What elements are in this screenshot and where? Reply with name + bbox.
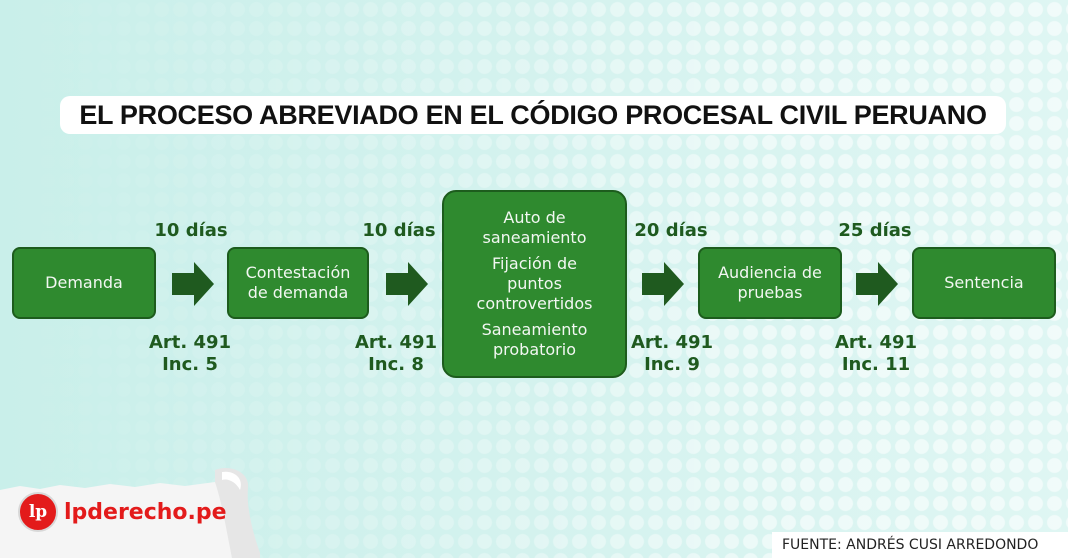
step-audiencia: Audiencia de pruebas bbox=[698, 247, 842, 319]
transition-days: 25 días bbox=[838, 220, 912, 241]
arrow-right-icon bbox=[386, 262, 428, 306]
step-group-fijacion: Fijación de puntos controvertidos bbox=[477, 254, 593, 314]
brand-logo[interactable]: lp lpderecho.pe bbox=[18, 492, 227, 532]
step-label: Fijación de bbox=[492, 254, 577, 273]
arrow-right-icon bbox=[856, 262, 898, 306]
step-group-probatorio: Saneamiento probatorio bbox=[482, 320, 588, 360]
step-group-auto: Auto de saneamiento bbox=[482, 208, 586, 248]
step-label: controvertidos bbox=[476, 294, 593, 313]
transition-article: Art. 491 Inc. 11 bbox=[826, 332, 926, 376]
step-label: Saneamiento bbox=[481, 320, 588, 339]
step-sentencia: Sentencia bbox=[912, 247, 1056, 319]
step-label: Demanda bbox=[45, 273, 123, 292]
step-saneamiento: Auto de saneamiento Fijación de puntos c… bbox=[442, 190, 627, 378]
article-label: Art. 491 bbox=[148, 332, 232, 353]
arrow-right-icon bbox=[172, 262, 214, 306]
step-label: de demanda bbox=[247, 283, 349, 302]
step-label: puntos bbox=[507, 274, 562, 293]
step-label: Contestación bbox=[245, 263, 351, 282]
inciso-label: Inc. 5 bbox=[162, 354, 218, 375]
arrow-right-icon bbox=[642, 262, 684, 306]
transition-days: 20 días bbox=[634, 220, 708, 241]
brand-name: lpderecho.pe bbox=[64, 499, 227, 525]
inciso-label: Inc. 8 bbox=[368, 354, 424, 375]
inciso-label: Inc. 9 bbox=[644, 354, 700, 375]
article-label: Art. 491 bbox=[354, 332, 438, 353]
step-label: Audiencia de bbox=[718, 263, 822, 282]
diagram-title: EL PROCESO ABREVIADO EN EL CÓDIGO PROCES… bbox=[60, 96, 1006, 134]
transition-article: Art. 491 Inc. 5 bbox=[140, 332, 240, 376]
torn-paper-decoration bbox=[0, 468, 260, 558]
step-label: probatorio bbox=[492, 340, 576, 359]
step-demanda: Demanda bbox=[12, 247, 156, 319]
step-contestacion: Contestación de demanda bbox=[227, 247, 369, 319]
step-label: Sentencia bbox=[944, 273, 1024, 292]
article-label: Art. 491 bbox=[630, 332, 714, 353]
transition-article: Art. 491 Inc. 8 bbox=[346, 332, 446, 376]
transition-days: 10 días bbox=[362, 220, 436, 241]
transition-days: 10 días bbox=[154, 220, 228, 241]
step-label: pruebas bbox=[737, 283, 803, 302]
lp-logo-icon: lp bbox=[18, 492, 58, 532]
source-credit: FUENTE: ANDRÉS CUSI ARREDONDO bbox=[772, 532, 1068, 558]
article-label: Art. 491 bbox=[834, 332, 918, 353]
transition-article: Art. 491 Inc. 9 bbox=[622, 332, 722, 376]
step-label: saneamiento bbox=[482, 228, 587, 247]
inciso-label: Inc. 11 bbox=[841, 354, 911, 375]
step-label: Auto de bbox=[503, 208, 566, 227]
